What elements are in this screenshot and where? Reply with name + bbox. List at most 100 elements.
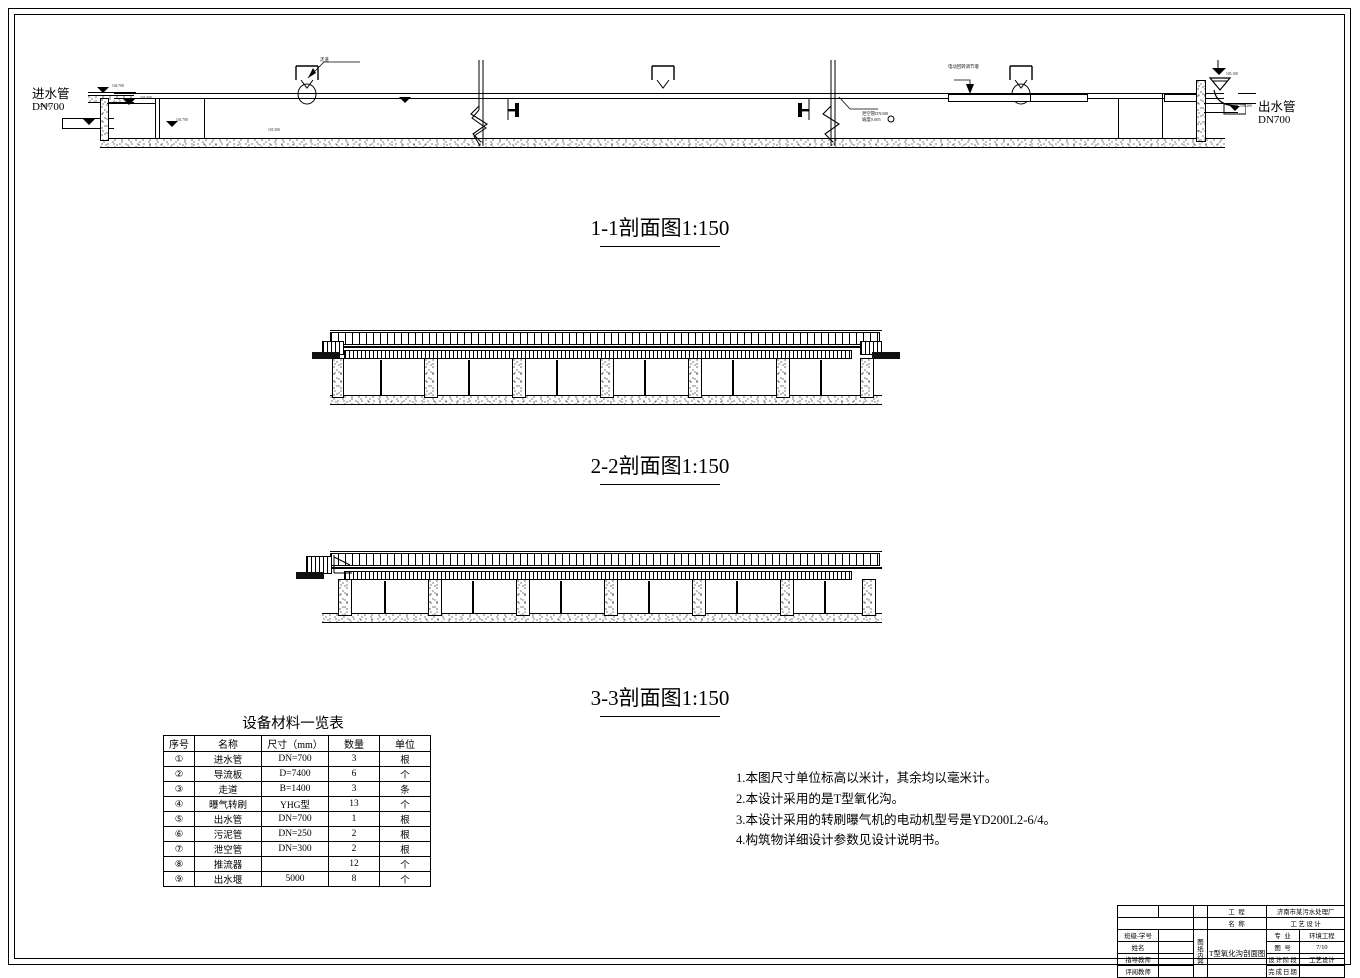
outlet-weir-icon [1208,60,1246,115]
cell-no: ③ [163,781,195,797]
elevation-label: 105.100 [1226,72,1238,76]
cell-name: 泄空管 [194,841,262,857]
cell-qty: 1 [328,811,380,827]
tb-blank-4 [1117,917,1194,930]
break-line-icon [822,60,840,146]
cell-name: 导流板 [194,766,262,782]
tb-right-value-2[interactable]: 工艺设计 [1298,953,1346,966]
tb-right-value-0[interactable]: 环境工程 [1298,929,1346,942]
mixer-icon [507,98,519,120]
cell-no: ① [163,751,195,767]
cell-no: ⑨ [163,871,195,887]
cell-unit: 个 [379,871,431,887]
th-no: 序号 [163,735,195,752]
tb-project-label-1: 工 程 [1206,905,1268,918]
elevation-label: 105.000 [38,104,50,108]
section-3-3-title: 3-3剖面图1:150 [500,682,820,717]
weir-label: 电动回转调节堰 [948,64,979,69]
th-qty: 数量 [328,735,380,752]
th-unit: 单位 [379,735,431,752]
tb-field-value-3[interactable] [1158,965,1194,978]
cell-qty: 13 [328,796,380,812]
cell-unit: 根 [379,841,431,857]
handrail-icon [333,555,352,574]
cell-name: 污泥管 [194,826,262,842]
cell-size: B=1400 [261,781,329,797]
tb-field-value-2[interactable] [1158,953,1194,966]
cell-qty: 12 [328,856,380,872]
tb-blank-5 [1193,917,1208,930]
notes-block: 1.本图尺寸单位标高以米计，其余均以毫米计。 2.本设计采用的是T型氧化沟。 3… [736,768,1056,851]
water-level-triangle-icon [399,97,411,103]
drain-pipe-label: 泄空管DN300 [862,111,889,116]
tb-content-label: 图 纸 内 容 [1193,929,1208,978]
tb-field-value-1[interactable] [1158,941,1194,954]
cell-size: D=7400 [261,766,329,782]
weir-plate [1164,94,1200,102]
inlet-pipe-label: 进水管 [32,87,70,101]
elevation-label: 101.500 [268,128,280,132]
aerator-brush-icon [295,65,319,105]
cell-size: YHG型 [261,796,329,812]
tb-blank-3 [1193,905,1208,918]
cell-qty: 6 [328,766,380,782]
water-level-triangle-icon [166,121,178,127]
cell-unit: 根 [379,826,431,842]
cell-size: DN=700 [261,811,329,827]
sheet-border-inner [14,14,1345,959]
cell-no: ⑦ [163,841,195,857]
inlet-pipe-dn-label: DN700 [32,101,65,113]
weir-plate [1030,94,1088,102]
cell-no: ⑥ [163,826,195,842]
cell-name: 进水管 [194,751,262,767]
tb-right-value-3[interactable] [1298,965,1346,978]
cell-no: ④ [163,796,195,812]
cell-size: 5000 [261,871,329,887]
material-table-title: 设备材料一览表 [242,716,344,732]
water-level-triangle-icon [97,87,109,93]
tb-content-value: T型氧化沟剖面图 [1206,929,1268,978]
water-level-triangle-icon [123,99,135,105]
cell-name: 出水堰 [194,871,262,887]
cell-qty: 8 [328,871,380,887]
elevation-label: 104.500 [140,96,152,100]
tb-right-value-1[interactable]: 7/10 [1298,941,1346,954]
tb-field-value-0[interactable] [1158,929,1194,942]
leader-line [838,96,878,110]
note-line: 3.本设计采用的转刷曝气机的电动机型号是YD200L2-6/4。 [736,812,1057,827]
outlet-pipe-dn-label: DN700 [1258,114,1291,126]
tb-blank-2 [1158,905,1194,918]
th-name: 名称 [194,735,262,752]
tb-right-label-3: 完成日期 [1266,965,1300,978]
cell-name: 走道 [194,781,262,797]
drain-pipe-icon [887,115,895,123]
tb-field-label-3: 评阅教师 [1117,965,1159,978]
cell-no: ⑤ [163,811,195,827]
note-line: 4.构筑物详细设计参数见设计说明书。 [736,833,947,848]
title-block: 工 程 济南市某污水处理厂 名 称 工 艺 设 计 班级-学号 图 纸 内 容 [1117,905,1346,978]
cell-qty: 2 [328,841,380,857]
tb-right-label-1: 图 号 [1266,941,1300,954]
cell-size: DN=300 [261,841,329,857]
break-line-icon [470,60,488,146]
cell-unit: 根 [379,811,431,827]
cell-no: ⑧ [163,856,195,872]
cell-qty: 3 [328,781,380,797]
tb-right-label-2: 设计阶段 [1266,953,1300,966]
section-2-2-title: 2-2剖面图1:150 [500,450,820,485]
outlet-pipe-label: 出水管 [1258,100,1296,114]
tb-field-label-1: 姓名 [1117,941,1159,954]
tb-project-label-2: 名 称 [1206,917,1268,930]
sheet-border-outer [8,8,1351,965]
cell-qty: 3 [328,751,380,767]
aerator-brush-icon [651,65,675,89]
cell-size [261,856,329,872]
cell-qty: 2 [328,826,380,842]
